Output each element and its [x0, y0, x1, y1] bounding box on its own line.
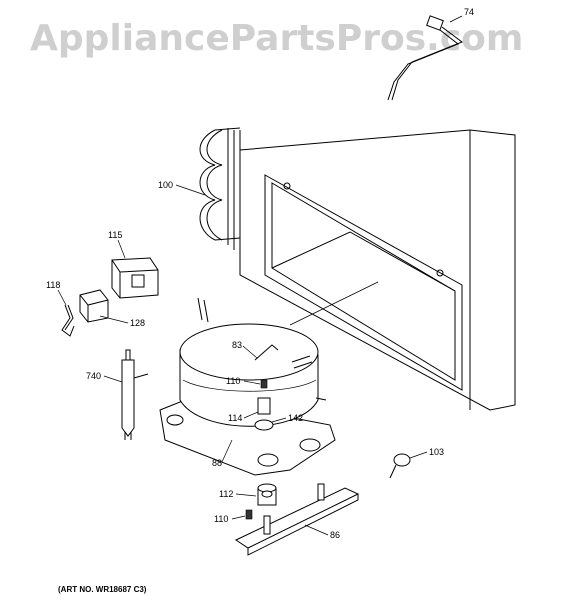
part-112-grommet[interactable]: [257, 483, 277, 506]
part-740-drier[interactable]: [121, 349, 149, 440]
callout-118[interactable]: 118: [46, 280, 60, 290]
art-number: (ART NO. WR18687 C3): [58, 585, 147, 594]
part-88-compressor[interactable]: [159, 297, 336, 476]
callout-100[interactable]: 100: [158, 180, 173, 190]
part-100-condenser-coil[interactable]: [199, 127, 241, 252]
callout-88[interactable]: 88: [212, 458, 222, 468]
leader-lines: [57, 15, 463, 536]
callout-128[interactable]: 128: [130, 318, 145, 328]
callout-740[interactable]: 740: [86, 371, 101, 381]
callout-110-upper[interactable]: 110: [226, 376, 240, 386]
callout-labels: 74 100 115 118 128 83 740 110 114 142 88…: [46, 7, 474, 540]
callout-142[interactable]: 142: [288, 413, 303, 423]
callout-74[interactable]: 74: [464, 7, 474, 17]
callout-86[interactable]: 86: [330, 530, 340, 540]
callout-115[interactable]: 115: [108, 230, 122, 240]
part-74-wire-harness[interactable]: [387, 15, 464, 101]
callout-83[interactable]: 83: [232, 340, 242, 350]
part-110-bolt-lower[interactable]: [245, 509, 253, 520]
callout-112[interactable]: 112: [219, 489, 233, 499]
part-86-mounting-rail[interactable]: [234, 483, 360, 556]
callout-103[interactable]: 103: [429, 447, 444, 457]
part-103-fastener[interactable]: [389, 453, 411, 479]
callout-110-lower[interactable]: 110: [214, 514, 228, 524]
part-115-relay[interactable]: [111, 257, 159, 299]
watermark-text: AppliancePartsPros.com: [30, 18, 523, 59]
callout-114[interactable]: 114: [228, 413, 242, 423]
part-118-clip[interactable]: [61, 304, 75, 337]
